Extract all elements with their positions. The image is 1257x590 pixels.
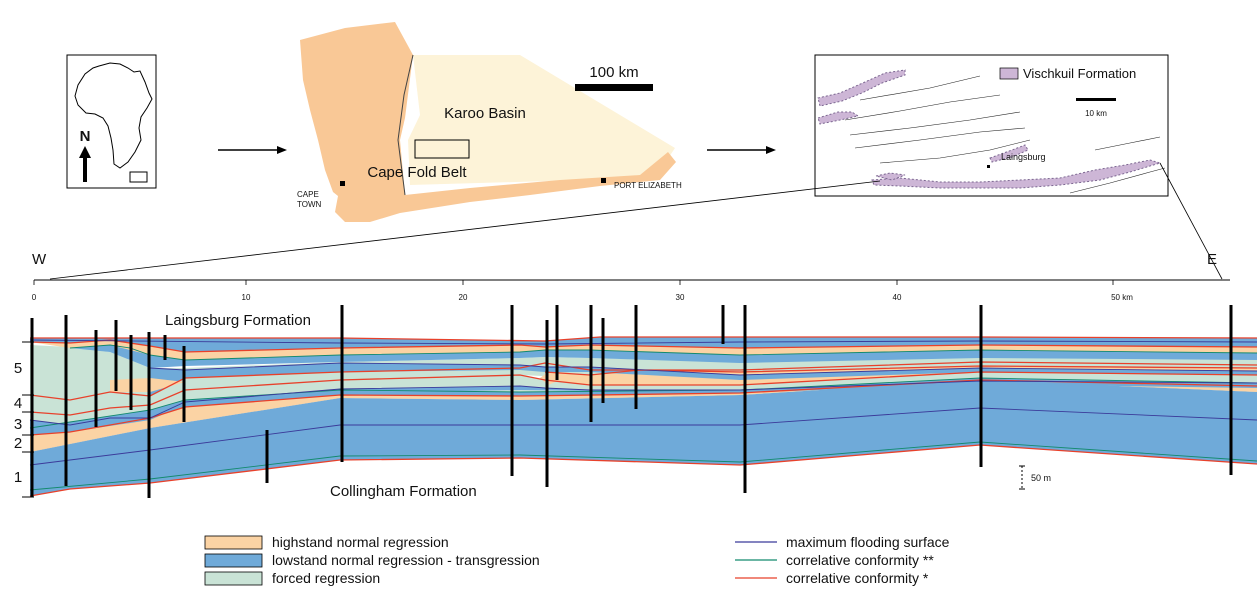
vischkuil-outcrops bbox=[817, 69, 1162, 189]
port-elizabeth-marker bbox=[601, 178, 606, 183]
distance-tick-label-10: 10 bbox=[242, 293, 251, 302]
north-arrow-shaft bbox=[83, 158, 87, 182]
section-line-east bbox=[1159, 162, 1223, 280]
trend-line-5 bbox=[879, 139, 1031, 164]
north-label: N bbox=[80, 128, 91, 145]
karoo-basin-area bbox=[408, 55, 675, 185]
laingsburg-label: Laingsburg bbox=[1001, 152, 1046, 162]
trend-line-4 bbox=[854, 127, 1026, 149]
distance-axis-ticks bbox=[33, 280, 1114, 285]
red-surface-3 bbox=[29, 371, 1257, 416]
legend-swatch-highstand bbox=[204, 535, 263, 550]
detail-scale-bar bbox=[1076, 98, 1116, 101]
vischkuil-legend-swatch bbox=[999, 67, 1019, 80]
red-surface-5 bbox=[29, 361, 1257, 401]
arrow-right-icon-2 bbox=[766, 146, 776, 154]
laingsburg-formation-label: Laingsburg Formation bbox=[165, 312, 311, 329]
unit-label-5: 5 bbox=[14, 360, 22, 377]
unit-2-highstand bbox=[30, 380, 1257, 452]
unit-1-lowstand bbox=[30, 380, 1257, 496]
legend-swatch-forced bbox=[204, 571, 263, 586]
main-scale-bar bbox=[575, 84, 653, 91]
regional-map: 100 km Karoo Basin Cape Fold Belt CAPE T… bbox=[297, 22, 682, 222]
legend-label-cc-double: correlative conformity ** bbox=[786, 552, 934, 568]
mfs-4 bbox=[29, 339, 1257, 345]
unit-4-forced bbox=[30, 362, 1257, 415]
legend-label-lowstand: lowstand normal regression - transgressi… bbox=[272, 552, 540, 568]
vertical-scale-bar bbox=[1019, 465, 1025, 490]
cape-town-label-2: TOWN bbox=[297, 200, 322, 209]
section-line-west bbox=[49, 180, 881, 280]
cape-fold-belt-label: Cape Fold Belt bbox=[367, 164, 467, 181]
cape-town-label-1: CAPE bbox=[297, 190, 319, 199]
north-arrow-icon bbox=[79, 146, 91, 158]
unit-boundary-ticks bbox=[22, 341, 34, 498]
mfs-2 bbox=[29, 380, 1257, 426]
distance-tick-label-40: 40 bbox=[893, 293, 902, 302]
trend-line-1 bbox=[859, 75, 981, 101]
inset-study-area-box bbox=[129, 171, 148, 183]
unit-label-3: 3 bbox=[14, 416, 22, 433]
west-label: W bbox=[32, 251, 47, 268]
cape-fold-belt-area bbox=[300, 22, 676, 222]
africa-outline bbox=[74, 62, 153, 169]
detail-scale-label: 10 km bbox=[1085, 109, 1107, 118]
karoo-boundary-line bbox=[397, 54, 414, 196]
legend-label-cc-single: correlative conformity * bbox=[786, 570, 929, 586]
cape-town-marker bbox=[340, 181, 345, 186]
trend-line-7 bbox=[1094, 136, 1161, 151]
fold-trend-lines bbox=[844, 75, 1166, 194]
unit-label-2: 2 bbox=[14, 435, 22, 452]
laingsburg-marker bbox=[987, 165, 990, 168]
distance-tick-label-50: 50 km bbox=[1111, 293, 1133, 302]
outcrop-southern-belt bbox=[871, 159, 1162, 189]
outcrop-north-2 bbox=[817, 111, 860, 125]
collingham-formation-label: Collingham Formation bbox=[330, 483, 477, 500]
green-surface-3 bbox=[69, 344, 1257, 361]
trend-line-6 bbox=[1069, 167, 1166, 194]
vischkuil-legend-label: Vischkuil Formation bbox=[1023, 66, 1136, 81]
unit-5-forced bbox=[30, 345, 1257, 400]
cross-section: 5 4 3 2 1 Laingsburg Formation Collingha… bbox=[14, 305, 1257, 500]
detail-map: Laingsburg Vischkuil Formation 10 km bbox=[814, 54, 1169, 197]
mfs-3 bbox=[149, 362, 1257, 376]
main-scale-label: 100 km bbox=[589, 64, 638, 81]
port-elizabeth-label: PORT ELIZABETH bbox=[614, 181, 682, 190]
trend-line-3 bbox=[849, 111, 1021, 136]
inset-frame bbox=[66, 54, 157, 189]
distance-tick-label-0: 0 bbox=[32, 293, 37, 302]
study-area-box bbox=[414, 139, 470, 159]
legend-label-highstand: highstand normal regression bbox=[272, 534, 449, 550]
vertical-scale-label: 50 m bbox=[1031, 473, 1051, 483]
trend-line-2 bbox=[844, 94, 1001, 121]
red-surface-1 bbox=[29, 444, 1257, 497]
legend-label-forced: forced regression bbox=[272, 570, 380, 586]
outcrop-north bbox=[817, 69, 906, 107]
outcrop-central bbox=[989, 144, 1029, 163]
legend-swatch-lowstand bbox=[204, 553, 263, 568]
outcrop-southern-stub bbox=[875, 172, 906, 181]
unit-label-4: 4 bbox=[14, 395, 22, 412]
connector-arrows bbox=[218, 146, 776, 154]
red-surface-4 bbox=[544, 365, 1257, 376]
legend: highstand normal regression lowstand nor… bbox=[204, 534, 950, 586]
africa-inset-map: N bbox=[66, 54, 157, 189]
arrow-right-icon-1 bbox=[277, 146, 287, 154]
east-label: E bbox=[1207, 251, 1217, 268]
karoo-basin-label: Karoo Basin bbox=[444, 105, 526, 122]
unit-label-1: 1 bbox=[14, 469, 22, 486]
legend-label-mfs: maximum flooding surface bbox=[786, 534, 950, 550]
log-lines bbox=[30, 305, 1233, 498]
distance-tick-label-20: 20 bbox=[459, 293, 468, 302]
unit-3-forced bbox=[30, 372, 1257, 428]
distance-tick-label-30: 30 bbox=[676, 293, 685, 302]
